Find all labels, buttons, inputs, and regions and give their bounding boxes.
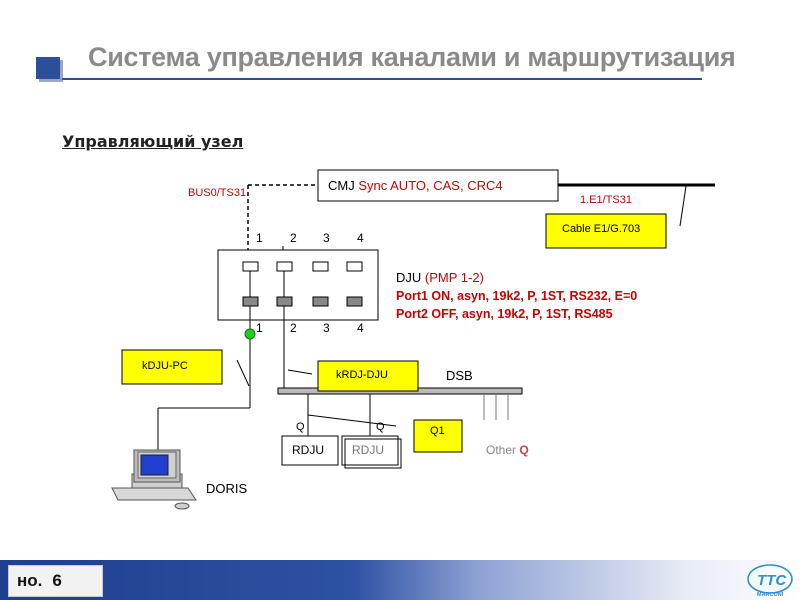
slide-title: Система управления каналами и маршрутиза… [88, 42, 736, 72]
bottom-port-4: 4 [357, 321, 364, 335]
bus-label: BUS0/TS31 [188, 187, 246, 199]
other-q-letter: Q [519, 443, 528, 457]
control-node-diagram: CMJ Sync AUTO, CAS, CRC4 BUS0/TS31 1.E1/… [111, 169, 715, 510]
dju-box [217, 249, 379, 321]
title-bullet-square [36, 57, 60, 79]
page-number-box: но. 6 [8, 565, 103, 597]
dju-bottom-slot-1 [242, 296, 259, 307]
title-underline [62, 78, 702, 80]
kdju-pc-leader [236, 359, 250, 387]
rdju-box-1 [281, 435, 339, 466]
dju-top-slot-3 [312, 261, 329, 272]
krdj-dju-label: kRDJ-DJU [336, 369, 388, 381]
dju-title: DJU (PMP 1-2) [396, 270, 484, 285]
krdj-dju-box [317, 360, 419, 392]
dju-prefix: DJU [396, 270, 421, 285]
ttc-marconi-logo-icon: TTC MARCONI [747, 564, 793, 598]
rdju2-q-label: Q [376, 421, 385, 433]
port1-node [244, 328, 256, 340]
page-prefix: но. [17, 571, 43, 590]
footer-bar [0, 560, 800, 600]
other-q-prefix: Other [486, 443, 516, 457]
rdju-box-2-shadow [344, 438, 402, 469]
doris-label: DORIS [206, 481, 248, 496]
dju-bottom-slot-2 [276, 296, 293, 307]
other-q-label: Other Q [486, 443, 529, 457]
bottom-port-1: 1 [256, 321, 263, 335]
page-number: 6 [52, 571, 62, 590]
kdju-pc-label: kDJU-PC [142, 360, 188, 372]
dju-port1-config: Port1 ON, asyn, 19k2, P, 1ST, RS232, E=0 [396, 289, 637, 303]
top-port-3: 3 [323, 231, 330, 245]
bottom-port-3: 3 [323, 321, 330, 335]
dju-bottom-slot-4 [346, 296, 363, 307]
rdju1-q-label: Q [296, 421, 305, 433]
rdju-label-1: RDJU [292, 443, 324, 457]
q1-leader [307, 414, 397, 427]
dju-bottom-slot-3 [312, 296, 329, 307]
bottom-port-2: 2 [290, 321, 297, 335]
computer-icon [111, 449, 197, 510]
cmj-prefix: CMJ [328, 178, 355, 193]
cable-box [545, 213, 667, 249]
svg-text:TTC: TTC [757, 572, 787, 589]
dju-top-slot-1 [242, 261, 259, 272]
svg-text:MARCONI: MARCONI [757, 592, 784, 598]
cmj-text: CMJ Sync AUTO, CAS, CRC4 [328, 178, 503, 193]
cable-label: Cable E1/G.703 [562, 223, 640, 235]
rdju-box-2 [341, 435, 399, 466]
dju-mode: (PMP 1-2) [425, 270, 484, 285]
dju-port2-config: Port2 OFF, asyn, 19k2, P, 1ST, RS485 [396, 307, 613, 321]
q1-label: Q1 [430, 425, 445, 437]
top-port-2: 2 [290, 231, 297, 245]
cmj-settings: Sync AUTO, CAS, CRC4 [358, 178, 502, 193]
top-port-4: 4 [357, 231, 364, 245]
dju-top-slot-2 [276, 261, 293, 272]
rdju-label-2: RDJU [352, 443, 384, 457]
krdj-leader [287, 369, 313, 375]
dsb-label: DSB [446, 368, 473, 383]
e1-label: 1.E1/TS31 [580, 194, 632, 206]
dju-top-slot-4 [346, 261, 363, 272]
kdju-pc-box [121, 349, 223, 385]
slide-subtitle: Управляющий узел [62, 132, 244, 151]
cable-leader [679, 185, 687, 227]
top-port-1: 1 [256, 231, 263, 245]
q1-box [413, 419, 463, 453]
